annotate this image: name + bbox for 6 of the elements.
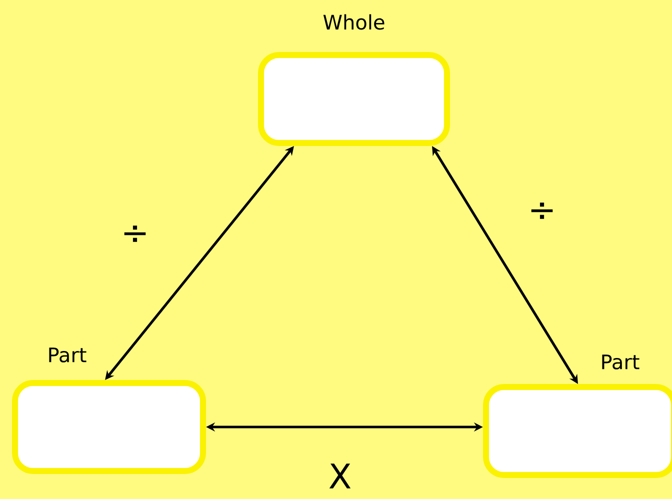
operation-sign: X: [327, 462, 353, 490]
operation-sign: ÷: [526, 202, 558, 222]
box-heading: Part: [49, 348, 86, 362]
box-heading: Part: [602, 354, 640, 370]
operation-sign: ÷: [120, 224, 150, 246]
box-heading: Whole: [323, 14, 384, 30]
